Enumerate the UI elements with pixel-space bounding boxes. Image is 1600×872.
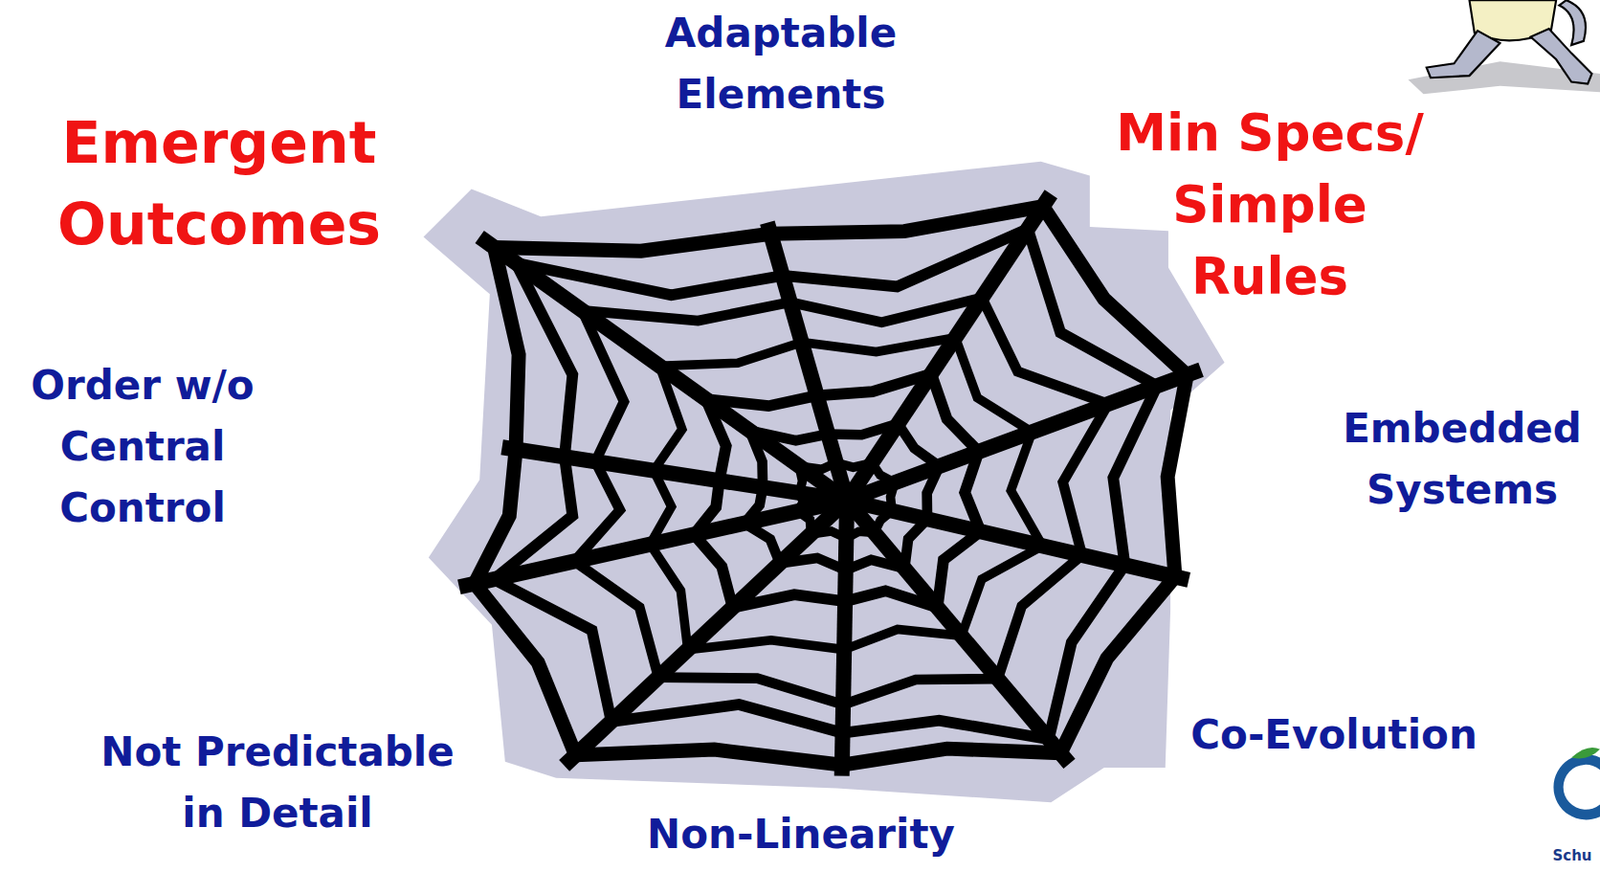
web-thread <box>1063 403 1109 556</box>
web-thread <box>659 342 801 367</box>
web-spoke <box>846 500 1069 764</box>
spider-web <box>459 194 1201 777</box>
web-thread <box>693 533 733 607</box>
leg <box>1426 30 1501 78</box>
web-thread <box>842 748 1061 765</box>
web-thread <box>843 678 999 705</box>
web-spoke <box>846 194 1051 501</box>
web-thread <box>961 545 1044 636</box>
arm <box>1558 0 1586 45</box>
web-thread <box>844 628 962 649</box>
web-spoke <box>502 446 847 500</box>
web-thread <box>581 302 790 321</box>
web-thread <box>955 337 1032 433</box>
web-thread <box>1060 577 1176 754</box>
property-label: Non-Linearity <box>644 803 957 866</box>
web-thread <box>474 583 576 756</box>
web-spoke <box>564 500 847 766</box>
web-thread <box>1027 228 1157 386</box>
web-thread <box>897 423 939 467</box>
web-thread <box>574 560 659 677</box>
web-thread <box>1010 431 1043 546</box>
property-label: Not Predictable in Detail <box>98 721 457 845</box>
logo-arc <box>1553 754 1600 820</box>
web-thread <box>494 247 520 450</box>
property-label: Embedded Systems <box>1340 398 1584 521</box>
web-thread <box>1043 206 1187 376</box>
property-label: Adaptable Elements <box>663 2 900 126</box>
web-thread <box>790 297 982 323</box>
web-spoke <box>846 369 1201 500</box>
highlight-label: Min Specs/ Simple Rules <box>1113 96 1426 312</box>
web-spoke <box>842 500 847 777</box>
web-thread <box>575 749 842 765</box>
web-thread <box>611 704 844 734</box>
web-thread <box>770 206 1044 235</box>
web-thread <box>658 677 844 706</box>
person-clipart <box>1408 0 1600 94</box>
web-thread <box>801 337 956 353</box>
web-thread <box>1112 385 1157 565</box>
web-thread <box>1167 375 1187 578</box>
highlight-label: Emergent Outcomes <box>55 102 384 266</box>
web-thread <box>474 448 516 583</box>
web-spoke <box>479 237 847 501</box>
web-thread <box>688 640 845 650</box>
web-thread <box>649 544 688 650</box>
web-spoke <box>459 500 847 588</box>
web-ground <box>423 161 1225 803</box>
property-label: Co-Evolution <box>1188 704 1480 766</box>
property-label: Order w/o Central Control <box>28 355 257 539</box>
logo-leaf <box>1571 747 1600 759</box>
logo-text: Schu <box>1550 845 1595 866</box>
web-thread <box>843 720 1049 740</box>
web-thread <box>494 233 772 251</box>
web-spoke <box>767 222 847 501</box>
logo <box>1553 747 1600 820</box>
